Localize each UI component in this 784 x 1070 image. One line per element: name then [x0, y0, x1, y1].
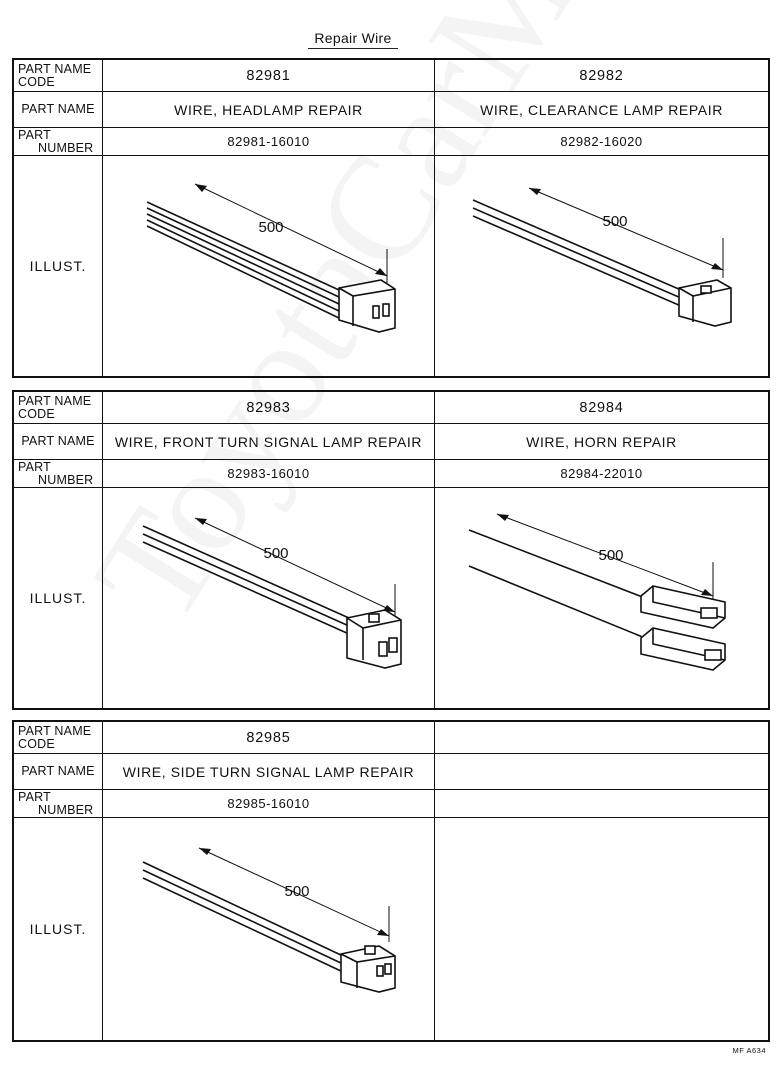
name-row: PART NAME WIRE, FRONT TURN SIGNAL LAMP R… — [14, 424, 768, 460]
name-label: PART NAME — [14, 424, 103, 459]
illust-label: ILLUST. — [14, 818, 103, 1040]
clearance-lamp-wire-illustration: 500 — [472, 187, 732, 327]
part-code: 82983 — [103, 392, 435, 423]
part-number: 82982-16020 — [560, 134, 643, 149]
part-name: WIRE, HORN REPAIR — [526, 433, 677, 450]
name-row: PART NAME WIRE, HEADLAMP REPAIR WIRE, CL… — [14, 92, 768, 128]
part-name-empty — [435, 754, 768, 789]
page-title: Repair Wire — [308, 30, 398, 49]
name-label: PART NAME — [14, 754, 103, 789]
headlamp-wire-illustration: 500 — [146, 183, 396, 333]
illust-row: ILLUST. 500 — [14, 818, 768, 1040]
document-code: MF A634 — [732, 1046, 766, 1055]
illustration-cell: 500 — [435, 488, 768, 708]
part-number: 82984-22010 — [560, 466, 643, 481]
part-code: 82985 — [103, 722, 435, 753]
dimension-label: 500 — [602, 213, 627, 230]
illust-label: ILLUST. — [14, 488, 103, 708]
part-name: WIRE, HEADLAMP REPAIR — [103, 92, 435, 127]
part-name: WIRE, SIDE TURN SIGNAL LAMP REPAIR — [103, 754, 435, 789]
illustration-cell: 500 — [103, 488, 435, 708]
part-name: WIRE, CLEARANCE LAMP REPAIR — [480, 101, 723, 118]
part-code-empty — [435, 722, 768, 753]
illust-row: ILLUST. 500 — [14, 488, 768, 708]
dimension-label: 500 — [258, 219, 283, 236]
side-turn-signal-wire-illustration: 500 — [142, 847, 396, 993]
part-name: WIRE, FRONT TURN SIGNAL LAMP REPAIR — [103, 424, 435, 459]
name-row: PART NAME WIRE, SIDE TURN SIGNAL LAMP RE… — [14, 754, 768, 790]
dimension-label: 500 — [284, 883, 309, 900]
part-number: 82981-16010 — [103, 128, 435, 155]
part-number-empty — [435, 790, 768, 817]
illustration-cell-empty — [435, 818, 768, 1040]
dimension-label: 500 — [598, 547, 623, 564]
horn-wire-illustration: 500 — [468, 513, 726, 671]
dimension-label: 500 — [263, 545, 288, 562]
part-code: 82982 — [579, 67, 624, 84]
front-turn-signal-wire-illustration: 500 — [142, 517, 402, 669]
illust-row: ILLUST. 500 — [14, 156, 768, 376]
illustration-cell: 500 — [103, 156, 435, 376]
part-number: 82983-16010 — [103, 460, 435, 487]
illust-label: ILLUST. — [14, 156, 103, 376]
illustration-cell: 500 — [103, 818, 435, 1040]
name-label: PART NAME — [14, 92, 103, 127]
part-number: 82985-16010 — [103, 790, 435, 817]
illustration-cell: 500 — [435, 156, 768, 376]
part-code: 82984 — [579, 399, 624, 416]
part-code: 82981 — [103, 60, 435, 91]
